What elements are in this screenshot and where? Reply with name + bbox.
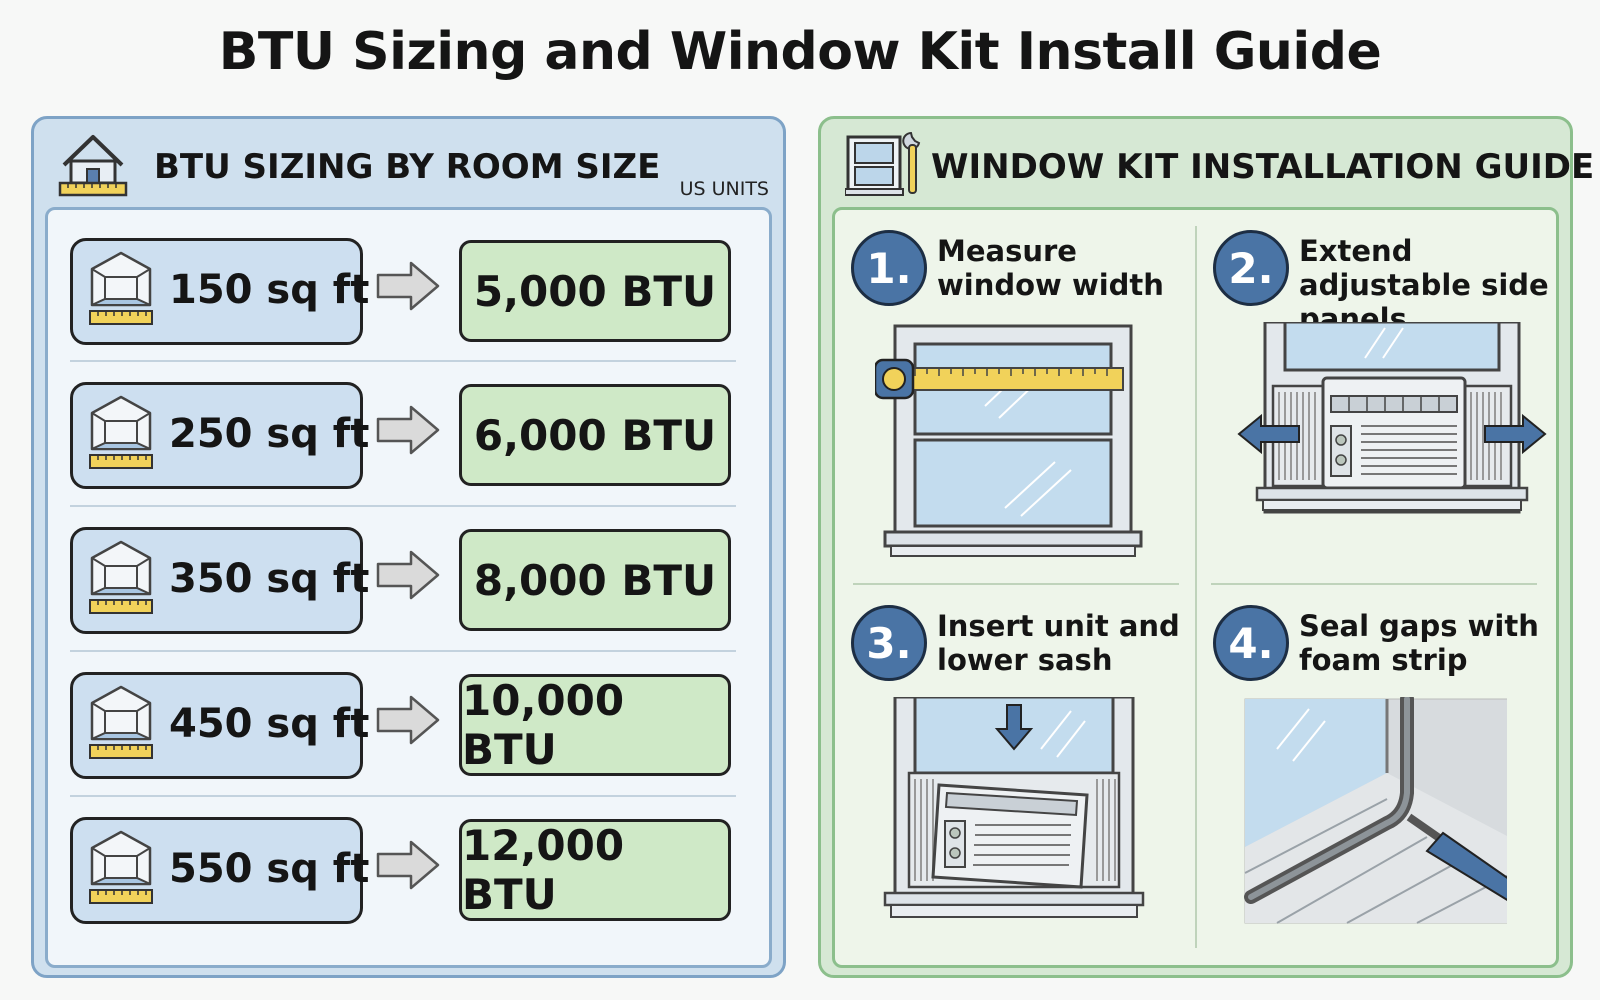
units-label: US UNITS <box>679 178 769 200</box>
sizing-table: 150 sq ft 5,000 BTU 250 sq ft <box>45 207 772 968</box>
room-size-label: 450 sq ft <box>169 701 370 747</box>
arrow-right-icon <box>376 261 440 311</box>
step-number-badge: 3. <box>851 605 927 681</box>
step-extend-panels: 2. Extend adjustable side panels <box>1197 210 1557 585</box>
step-insert-unit: 3. Insert unit and lower sash <box>835 585 1195 960</box>
btu-sizing-panel: BTU SIZING BY ROOM SIZE US UNITS 150 sq … <box>31 116 786 978</box>
btu-value-box: 5,000 BTU <box>459 240 731 342</box>
room-icon <box>89 830 153 904</box>
arrow-right-icon <box>376 550 440 600</box>
room-size-box: 150 sq ft <box>70 238 369 345</box>
step-number-badge: 1. <box>851 230 927 306</box>
btu-value-box: 12,000 BTU <box>459 819 731 921</box>
room-icon <box>89 540 153 614</box>
install-heading: WINDOW KIT INSTALLATION GUIDE <box>931 147 1595 187</box>
sizing-heading: BTU SIZING BY ROOM SIZE <box>154 147 661 187</box>
row-divider <box>70 650 736 652</box>
step-text: Measure window width <box>937 234 1164 302</box>
insert-unit-illustration <box>883 697 1145 918</box>
room-size-label: 250 sq ft <box>169 411 370 457</box>
room-size-label: 350 sq ft <box>169 556 370 602</box>
step-text: Seal gaps with foam strip <box>1299 609 1539 677</box>
room-icon <box>89 685 153 759</box>
room-size-box: 450 sq ft <box>70 672 369 779</box>
step-number-badge: 2. <box>1213 230 1289 306</box>
room-size-label: 150 sq ft <box>169 267 370 313</box>
extend-panels-illustration <box>1237 322 1547 514</box>
sizing-row: 550 sq ft 12,000 BTU <box>48 789 769 936</box>
room-size-box: 550 sq ft <box>70 817 369 924</box>
step-seal-gaps: 4. Seal gaps with foam strip <box>1197 585 1557 960</box>
sizing-row: 150 sq ft 5,000 BTU <box>48 210 769 357</box>
room-size-box: 350 sq ft <box>70 527 369 634</box>
sizing-row: 450 sq ft 10,000 BTU <box>48 644 769 791</box>
install-guide-panel: WINDOW KIT INSTALLATION GUIDE 1. Measure… <box>818 116 1594 978</box>
room-icon <box>89 251 153 325</box>
step-number-badge: 4. <box>1213 605 1289 681</box>
step-text: Insert unit and lower sash <box>937 609 1180 677</box>
room-size-box: 250 sq ft <box>70 382 369 489</box>
arrow-right-icon <box>376 405 440 455</box>
arrow-right-icon <box>376 695 440 745</box>
step-text: Extend adjustable side panels <box>1299 234 1549 336</box>
btu-value-box: 8,000 BTU <box>459 529 731 631</box>
install-steps-grid: 1. Measure window width 2. Extend adjust… <box>832 207 1559 968</box>
room-icon <box>89 395 153 469</box>
grid-divider-horizontal <box>1211 583 1537 585</box>
seal-gaps-illustration <box>1244 697 1507 924</box>
page-title: BTU Sizing and Window Kit Install Guide <box>218 22 1382 82</box>
btu-value-box: 10,000 BTU <box>459 674 731 776</box>
row-divider <box>70 505 736 507</box>
window-wrench-icon <box>845 131 921 196</box>
row-divider <box>70 360 736 362</box>
step-measure: 1. Measure window width <box>835 210 1195 585</box>
measure-window-illustration <box>875 324 1143 557</box>
arrow-right-icon <box>376 840 440 890</box>
room-size-label: 550 sq ft <box>169 846 370 892</box>
sizing-row: 350 sq ft 8,000 BTU <box>48 499 769 646</box>
row-divider <box>70 795 736 797</box>
sizing-row: 250 sq ft 6,000 BTU <box>48 354 769 501</box>
btu-value-box: 6,000 BTU <box>459 384 731 486</box>
house-ruler-icon <box>58 135 128 197</box>
grid-divider-vertical <box>1195 226 1197 948</box>
grid-divider-horizontal <box>853 583 1179 585</box>
